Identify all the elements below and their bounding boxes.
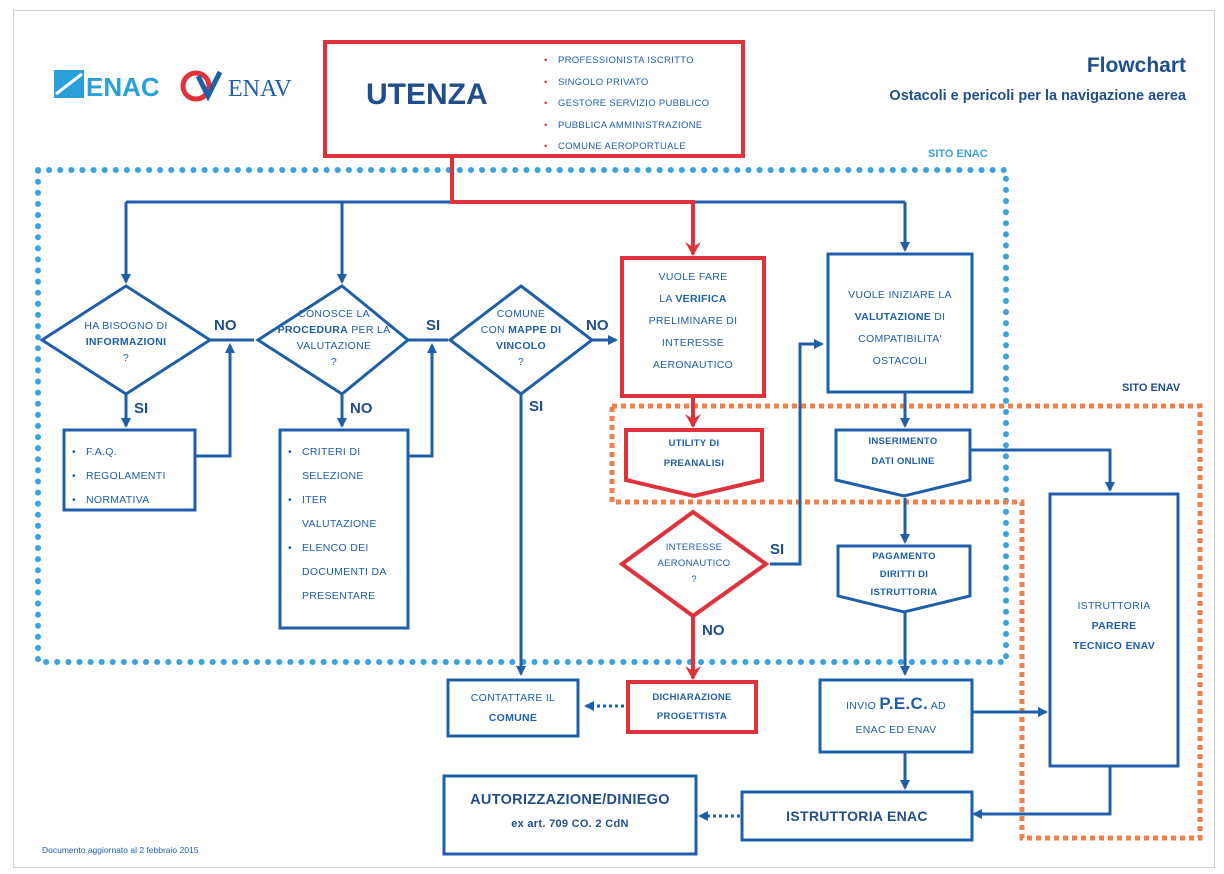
faq-item: F.A.Q. <box>72 440 166 464</box>
inserimento-box: INSERIMENTO DATI ONLINE <box>868 436 938 467</box>
edge-label-no: NO <box>350 400 373 417</box>
faq-item: NORMATIVA <box>72 488 166 512</box>
dichiarazione-box: DICHIARAZIONE PROGETTISTA <box>652 692 732 722</box>
faq-item: REGOLAMENTI <box>72 464 166 488</box>
page-title: Flowchart <box>1086 54 1186 77</box>
edge-label-si: SI <box>426 317 441 334</box>
decision-procedura-shape <box>255 284 411 396</box>
pagamento-box-shape <box>836 544 972 614</box>
verifica-box-shape <box>620 256 766 398</box>
utility-box-shape <box>624 428 764 499</box>
decision-interesse: INTERESSE AERONAUTICO ? <box>657 542 731 585</box>
decision-informazioni-shape <box>39 284 213 396</box>
criteri-item: ELENCO DEI DOCUMENTI DA PRESENTARE <box>288 536 404 608</box>
autorizzazione-box-shape <box>442 774 698 856</box>
istruttoria-parere-box-shape <box>1048 492 1180 768</box>
autorizzazione-box: AUTORIZZAZIONE/DINIEGO ex art. 709 CO. 2… <box>470 792 670 830</box>
dichiarazione-box-shape <box>626 680 758 734</box>
valutazione-box-shape <box>826 252 974 394</box>
svg-text:ENAV: ENAV <box>228 76 292 102</box>
utenza-item: PROFESSIONISTA ISCRITTO <box>544 50 709 72</box>
enac-logo: ENAC <box>52 66 164 116</box>
utenza-item: COMUNE AEROPORTUALE <box>544 136 709 158</box>
faq-box: F.A.Q. REGOLAMENTI NORMATIVA <box>72 440 166 512</box>
edge-label-no: NO <box>214 317 237 334</box>
decision-mappe: COMUNE CON MAPPE DI VINCOLO ? <box>480 308 562 368</box>
istruttoria-parere-box: ISTRUTTORIA PARERE TECNICO ENAV <box>1072 600 1156 652</box>
pagamento-box: PAGAMENTO DIRITTI DI ISTRUTTORIA <box>870 551 938 598</box>
contattare-box-shape <box>446 678 580 738</box>
utenza-item: GESTORE SERVIZIO PUBBLICO <box>544 93 709 115</box>
svg-text:ENAC: ENAC <box>86 72 160 102</box>
istruttoria-enac-box-shape <box>740 790 974 842</box>
enav-logo-icon: ENAV <box>180 70 292 102</box>
edge-label-no: NO <box>586 317 609 334</box>
contattare-box: CONTATTARE IL COMUNE <box>470 692 556 724</box>
utenza-title: UTENZA <box>366 78 488 111</box>
page-subtitle: Ostacoli e pericoli per la navigazione a… <box>889 88 1186 104</box>
decision-procedura: CONOSCE LA PROCEDURA PER LA VALUTAZIONE … <box>277 308 391 368</box>
sito-enac-label: SITO ENAC <box>928 148 988 160</box>
footer-note: Documento aggiornato al 2 febbraio 2015 <box>42 845 199 855</box>
sito-enav-region <box>609 403 1203 841</box>
enav-logo: ENAV <box>176 68 316 108</box>
edge-label-si: SI <box>770 541 785 558</box>
criteri-box: CRITERI DI SELEZIONE ITER VALUTAZIONE EL… <box>288 440 404 608</box>
page-frame <box>13 10 1215 868</box>
edge-label-si: SI <box>529 398 544 415</box>
pec-box-shape <box>818 678 974 754</box>
enac-logo-icon: ENAC <box>54 70 160 102</box>
edge-label-si: SI <box>134 400 149 417</box>
edge-label-no: NO <box>702 622 725 639</box>
decision-mappe-shape <box>447 284 595 396</box>
decision-interesse-shape <box>618 509 770 619</box>
sito-enav-label: SITO ENAV <box>1122 382 1181 394</box>
criteri-item: CRITERI DI SELEZIONE <box>288 440 404 488</box>
verifica-box: VUOLE FARE LA VERIFICA PRELIMINARE DI IN… <box>648 271 738 371</box>
valutazione-box: VUOLE INIZIARE LA VALUTAZIONE DI COMPATI… <box>848 289 952 367</box>
criteri-item: ITER VALUTAZIONE <box>288 488 404 536</box>
utenza-list: PROFESSIONISTA ISCRITTO SINGOLO PRIVATO … <box>544 50 709 158</box>
istruttoria-enac-box: ISTRUTTORIA ENAC <box>786 808 928 824</box>
decision-informazioni: HA BISOGNO DI INFORMAZIONI ? <box>84 320 168 364</box>
inserimento-box-shape <box>834 428 972 498</box>
utenza-item: PUBBLICA AMMINISTRAZIONE <box>544 115 709 137</box>
utility-box: UTILITY DI PREANALISI <box>663 438 725 469</box>
pec-box: INVIO P.E.C. AD ENAC ED ENAV <box>846 694 946 736</box>
utenza-item: SINGOLO PRIVATO <box>544 72 709 94</box>
